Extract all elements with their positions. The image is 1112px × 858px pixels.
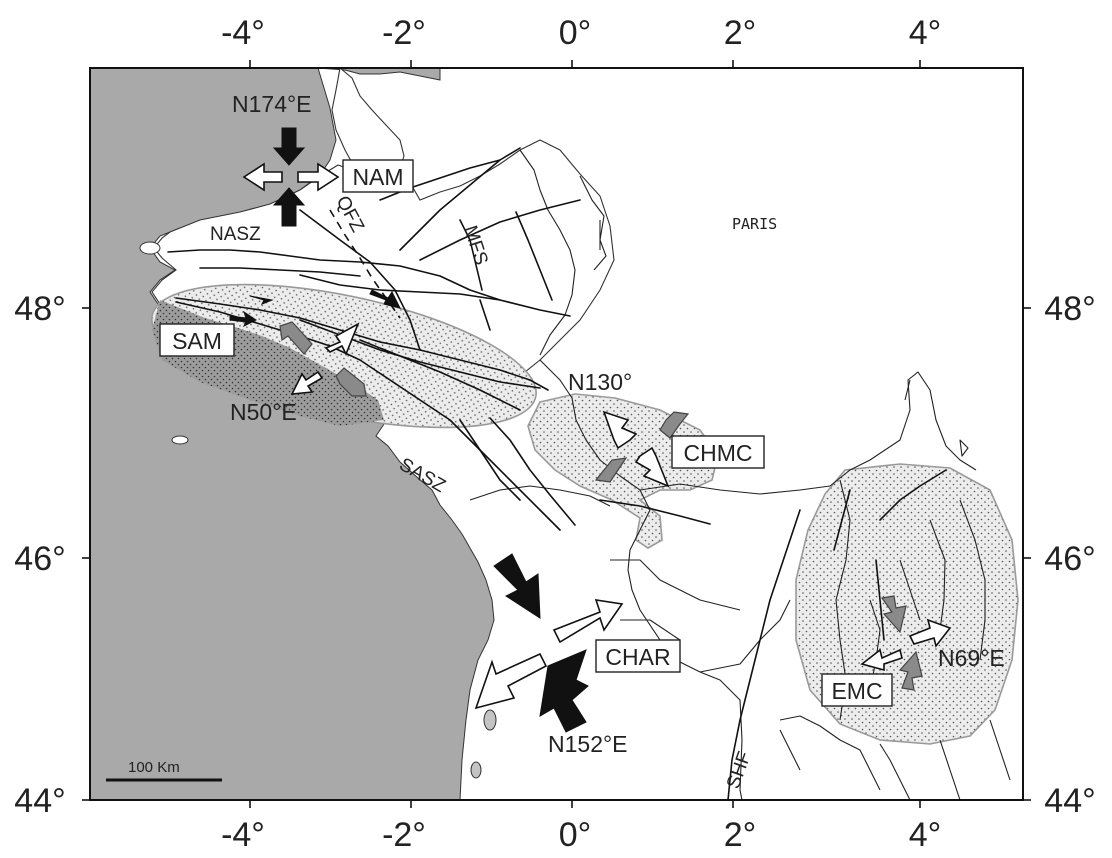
zone-label-sam: SAM: [172, 328, 222, 354]
orientation-label-chmc: N130°: [568, 369, 632, 395]
arrow-extension-icon: [297, 162, 340, 192]
island: [171, 435, 189, 445]
bottom-tick-label: 4°: [909, 816, 942, 854]
top-tick-label: 0°: [559, 14, 592, 52]
top-tick-label: -4°: [221, 14, 265, 52]
island: [470, 761, 482, 779]
fault-label-nasz: NASZ: [210, 224, 261, 245]
bottom-tick-label: -2°: [382, 816, 426, 854]
orientation-label-sam: N50°E: [230, 399, 297, 425]
arrow-compression-icon: [539, 649, 589, 733]
arrow-extension-icon: [242, 162, 283, 192]
arrow-extension-icon: [324, 322, 360, 356]
sam-arrows: [279, 321, 367, 397]
island: [139, 241, 161, 255]
right-tick-label: 46°: [1044, 540, 1095, 578]
arrow-compression-icon: [898, 650, 923, 691]
arrow-extension-icon: [552, 599, 624, 644]
chmc-arrows: [594, 410, 690, 488]
arrow-compression-icon: [493, 553, 541, 619]
right-tick-label: 48°: [1044, 290, 1095, 328]
left-tick-label: 46°: [14, 540, 65, 578]
arrow-compression-icon: [594, 457, 628, 483]
city-label-paris: PARIS: [732, 215, 777, 233]
zone-label-char: CHAR: [605, 644, 670, 670]
bottom-tick-label: -4°: [221, 816, 265, 854]
zone-label-chmc: CHMC: [684, 440, 753, 466]
nam-arrows: [242, 127, 340, 227]
orientation-label-nam: N174°E: [232, 91, 312, 117]
top-tick-label: 2°: [724, 14, 757, 52]
fault-lines: [167, 147, 947, 800]
arrow-compression-icon: [335, 367, 367, 397]
arrow-extension-icon: [474, 652, 548, 710]
arrow-extension-icon: [908, 618, 952, 648]
arrow-compression-icon: [272, 127, 306, 166]
zone-label-nam: NAM: [352, 164, 403, 190]
frame-ticks: [82, 60, 1031, 808]
arrow-extension-icon: [602, 410, 638, 450]
zone-label-box-char: [595, 639, 681, 673]
orientation-label-char: N152°E: [548, 731, 628, 757]
channel-sea: [317, 68, 441, 81]
zone-label-box-sam: [159, 323, 235, 357]
right-tick-label: 44°: [1044, 782, 1095, 820]
emc-arrows: [860, 595, 952, 691]
top-tick-label: 4°: [909, 14, 942, 52]
scale-bar-label: 100 Km: [128, 759, 180, 776]
left-tick-label: 48°: [14, 290, 65, 328]
char-arrows: [474, 553, 624, 733]
zone-label-emc: EMC: [831, 678, 882, 704]
top-tick-label: -2°: [382, 14, 426, 52]
bottom-tick-label: 0°: [559, 816, 592, 854]
zone-label-box-emc: [821, 673, 893, 707]
slip-arrows: [229, 289, 401, 328]
arrow-compression-icon: [279, 321, 313, 355]
orientation-label-emc: N69°E: [938, 645, 1005, 671]
arrow-extension-icon: [860, 648, 903, 672]
arrow-compression-icon: [659, 411, 690, 439]
zone-label-box-nam: [342, 159, 414, 193]
bottom-tick-label: 2°: [724, 816, 757, 854]
arrow-compression-icon: [272, 187, 306, 227]
island: [483, 709, 497, 731]
arrow-compression-icon: [880, 595, 907, 634]
zone-label-box-chmc: [671, 435, 765, 469]
arrow-extension-icon: [290, 370, 324, 395]
arrow-extension-icon: [634, 446, 670, 488]
map-frame: [89, 67, 1024, 801]
left-tick-label: 44°: [14, 782, 65, 820]
